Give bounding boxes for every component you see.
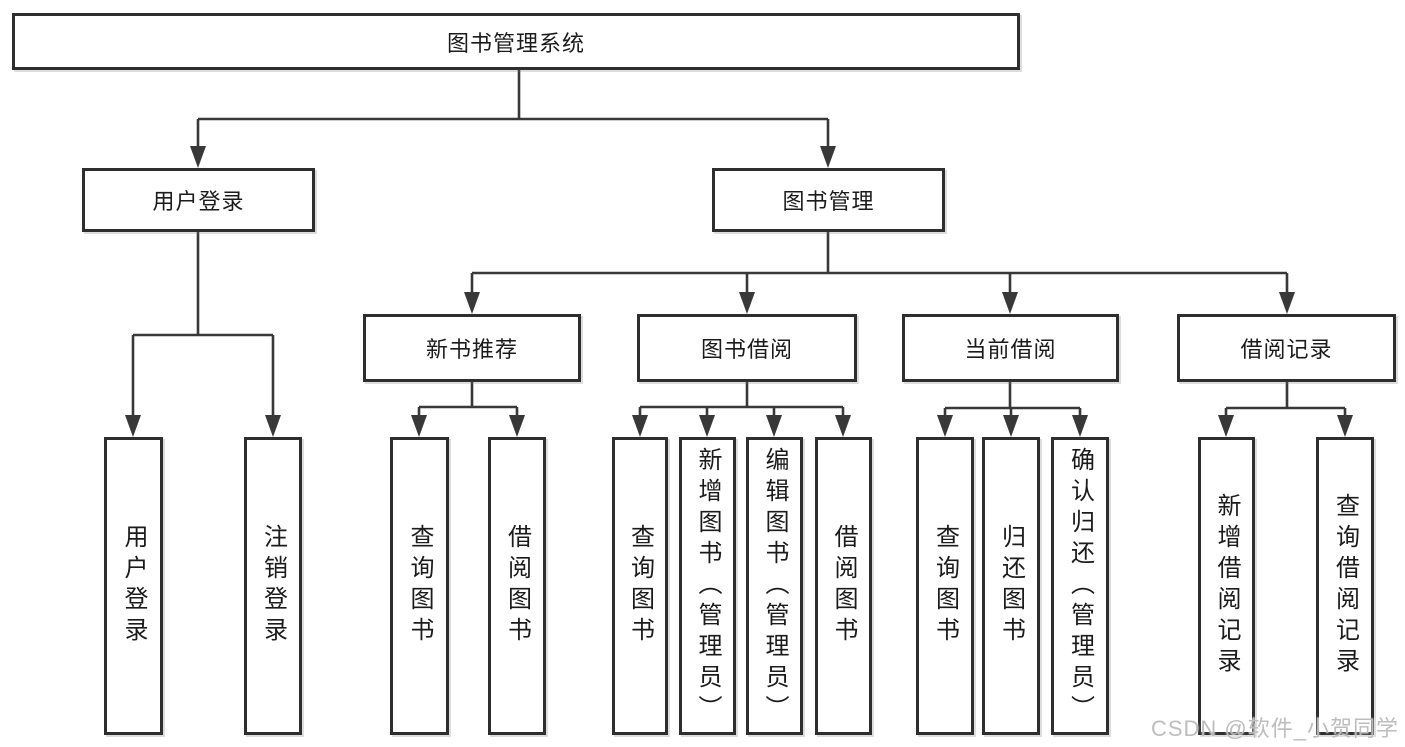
connector-arrow xyxy=(125,335,141,437)
arrowhead-icon xyxy=(835,415,851,437)
leaf-records-search-record: 查询借阅记录 xyxy=(1316,437,1374,735)
arrowhead-icon xyxy=(1279,292,1295,314)
leaf-current-search-books: 查询图书 xyxy=(916,437,974,735)
leaf-recommend-search-books: 查询图书 xyxy=(390,437,449,735)
connector-arrow xyxy=(766,407,782,437)
connector-arrow xyxy=(1218,408,1234,437)
arrowhead-icon xyxy=(190,146,206,168)
connector-arrow xyxy=(265,335,281,437)
connector-arrow xyxy=(937,408,953,437)
leaf-records-add-record: 新增借阅记录 xyxy=(1198,437,1255,735)
node-current-borrowing: 当前借阅 xyxy=(902,314,1119,382)
arrowhead-icon xyxy=(265,415,281,437)
arrowhead-icon xyxy=(125,415,141,437)
node-new-book-recommend: 新书推荐 xyxy=(363,314,581,382)
arrowhead-icon xyxy=(411,415,427,437)
arrowhead-icon xyxy=(509,415,525,437)
leaf-logout: 注销登录 xyxy=(244,437,302,735)
leaf-borrowing-search-books: 查询图书 xyxy=(612,437,668,735)
arrowhead-icon xyxy=(1072,415,1088,437)
arrowhead-icon xyxy=(632,415,648,437)
node-book-borrowing: 图书借阅 xyxy=(637,314,857,382)
arrowhead-icon xyxy=(766,415,782,437)
connector-arrow xyxy=(190,119,206,168)
leaf-borrowing-edit-books-admin: 编辑图书（管理员） xyxy=(746,437,803,735)
arrowhead-icon xyxy=(464,292,480,314)
connector-arrow xyxy=(1003,408,1019,437)
arrowhead-icon xyxy=(1337,415,1353,437)
leaf-borrowing-borrow-books: 借阅图书 xyxy=(815,437,872,735)
connector-arrow xyxy=(835,407,851,437)
arrowhead-icon xyxy=(1002,292,1018,314)
arrowhead-icon xyxy=(1003,415,1019,437)
connector-arrow xyxy=(509,407,525,437)
arrowhead-icon xyxy=(937,415,953,437)
leaf-borrowing-add-books-admin: 新增图书（管理员） xyxy=(679,437,736,735)
connector-arrow xyxy=(411,407,427,437)
arrowhead-icon xyxy=(820,146,836,168)
leaf-current-confirm-return-admin: 确认归还（管理员） xyxy=(1051,437,1109,735)
leaf-recommend-borrow-books: 借阅图书 xyxy=(488,437,546,735)
arrowhead-icon xyxy=(1218,415,1234,437)
connector-arrow xyxy=(1337,408,1353,437)
connector-arrow xyxy=(1072,408,1088,437)
csdn-watermark: CSDN @软件_小贺同学 xyxy=(1150,716,1399,741)
connector-arrow xyxy=(464,273,480,314)
connector-arrow xyxy=(820,119,836,168)
leaf-user-login: 用户登录 xyxy=(104,437,163,735)
connector-arrow xyxy=(632,407,648,437)
connector-arrow xyxy=(1002,273,1018,314)
node-library-system: 图书管理系统 xyxy=(12,13,1020,70)
connector-arrow xyxy=(1279,273,1295,314)
node-borrowing-records: 借阅记录 xyxy=(1177,314,1396,382)
node-book-management: 图书管理 xyxy=(712,168,945,232)
node-user-login: 用户登录 xyxy=(82,168,315,232)
connector-arrow xyxy=(739,273,755,314)
arrowhead-icon xyxy=(699,415,715,437)
arrowhead-icon xyxy=(739,292,755,314)
connector-arrow xyxy=(699,407,715,437)
leaf-current-return-books: 归还图书 xyxy=(982,437,1040,735)
